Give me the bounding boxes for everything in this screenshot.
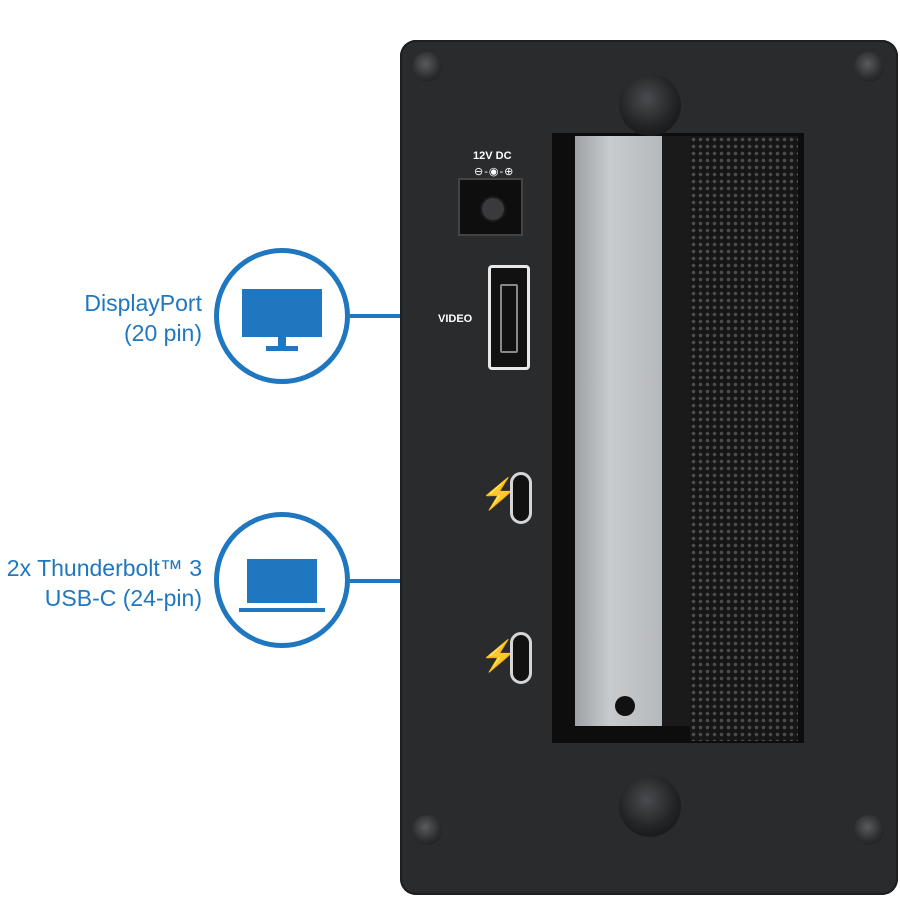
corner-screw-top-left [412, 52, 442, 82]
usb-c-port-bottom[interactable] [510, 632, 532, 684]
thunderbolt-callout-circle [214, 512, 350, 648]
displayport-callout-circle [214, 248, 350, 384]
thunderbolt-callout-subtitle: USB-C (24-pin) [44, 585, 202, 611]
power-polarity-symbol: ⊖-◉-⊕ [474, 166, 515, 178]
device-back-panel: 12V DC ⊖-◉-⊕ VIDEO ⚡ ⚡ [400, 40, 898, 895]
displayport-inner [500, 284, 518, 353]
video-label: VIDEO [438, 313, 473, 325]
power-label: 12V DC [473, 150, 512, 162]
thunderbolt-callout-title: 2x Thunderbolt™ 3 [6, 555, 202, 581]
displayport-callout-title: DisplayPort [84, 290, 202, 316]
displayport-callout-subtitle: (20 pin) [124, 320, 202, 346]
pcie-bracket [575, 136, 662, 726]
bracket-hole [615, 696, 635, 716]
corner-screw-top-right [854, 52, 884, 82]
bracket-edge-vents [662, 136, 690, 726]
dc-power-jack[interactable] [458, 178, 523, 236]
thunderbolt-callout-text: 2x Thunderbolt™ 3 USB-C (24-pin) [0, 553, 202, 613]
laptop-icon [239, 559, 325, 612]
displayport-port[interactable] [488, 265, 530, 370]
displayport-connector-line [350, 314, 428, 318]
corner-screw-bottom-left [412, 815, 442, 845]
corner-screw-bottom-right [854, 815, 884, 845]
displayport-callout-text: DisplayPort (20 pin) [40, 288, 202, 348]
perforated-vent-grille [690, 136, 798, 741]
usb-c-port-top[interactable] [510, 472, 532, 524]
dc-jack-pin [480, 196, 506, 222]
monitor-icon [242, 289, 322, 351]
thumbscrew-bottom[interactable] [619, 775, 681, 837]
thumbscrew-top[interactable] [619, 74, 681, 136]
